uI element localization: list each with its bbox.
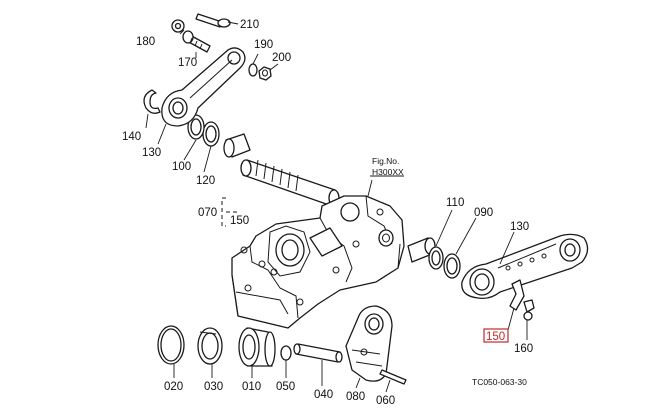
grease-fitting-210 xyxy=(195,13,231,28)
callout-170: 170 xyxy=(178,57,197,69)
callout-080: 080 xyxy=(346,391,365,403)
callout-110: 110 xyxy=(446,197,464,209)
callout-010: 010 xyxy=(242,381,261,393)
lift-arm-left xyxy=(161,47,246,127)
bolt-160 xyxy=(523,299,535,321)
hydraulic-housing xyxy=(231,195,405,329)
bushing-120 xyxy=(223,133,251,158)
callout-050: 050 xyxy=(276,381,295,393)
fig-number: H300XX xyxy=(372,167,404,177)
callout-150-highlight: 150 xyxy=(486,331,505,343)
callout-060: 060 xyxy=(376,395,395,407)
callout-030: 030 xyxy=(204,381,223,393)
callout-130-right: 130 xyxy=(510,221,529,233)
o-ring-020 xyxy=(157,325,185,365)
bushing-090 xyxy=(443,253,461,279)
leader-lines xyxy=(145,21,528,393)
callout-200: 200 xyxy=(272,52,291,64)
pin-170 xyxy=(182,30,211,53)
callout-190: 190 xyxy=(254,39,273,51)
pin-060 xyxy=(379,369,407,385)
callout-040: 040 xyxy=(314,389,333,401)
highlight-box-150 xyxy=(483,328,509,343)
sensor-plate-150 xyxy=(509,279,525,311)
rod-040 xyxy=(293,343,343,363)
o-ring-100 xyxy=(202,121,220,147)
callout-020: 020 xyxy=(164,381,183,393)
figure-code: TC050-063-30 xyxy=(472,377,527,387)
callout-120: 120 xyxy=(196,175,215,187)
fig-label: Fig.No. xyxy=(372,156,399,166)
callout-150-bracket: 150 xyxy=(230,215,249,227)
callout-180: 180 xyxy=(136,36,155,48)
callout-070: 070 xyxy=(198,207,217,219)
o-ring-110 xyxy=(428,246,444,270)
lever-080 xyxy=(345,305,393,382)
callout-160: 160 xyxy=(514,343,533,355)
washer-190 xyxy=(248,63,258,77)
o-ring-050 xyxy=(280,345,292,361)
callout-090: 090 xyxy=(474,207,493,219)
callout-210: 210 xyxy=(240,19,259,31)
lift-shaft xyxy=(240,159,340,207)
lift-arm-right xyxy=(461,233,589,300)
callout-100: 100 xyxy=(172,161,191,173)
snap-ring-140 xyxy=(143,89,161,114)
nut-200 xyxy=(258,66,272,81)
callout-130-top: 130 xyxy=(142,147,161,159)
backup-ring-030 xyxy=(197,327,223,365)
washer-180 xyxy=(171,19,185,33)
callout-140: 140 xyxy=(122,131,141,143)
piston-hidden xyxy=(309,227,343,257)
piston-010 xyxy=(238,327,276,367)
